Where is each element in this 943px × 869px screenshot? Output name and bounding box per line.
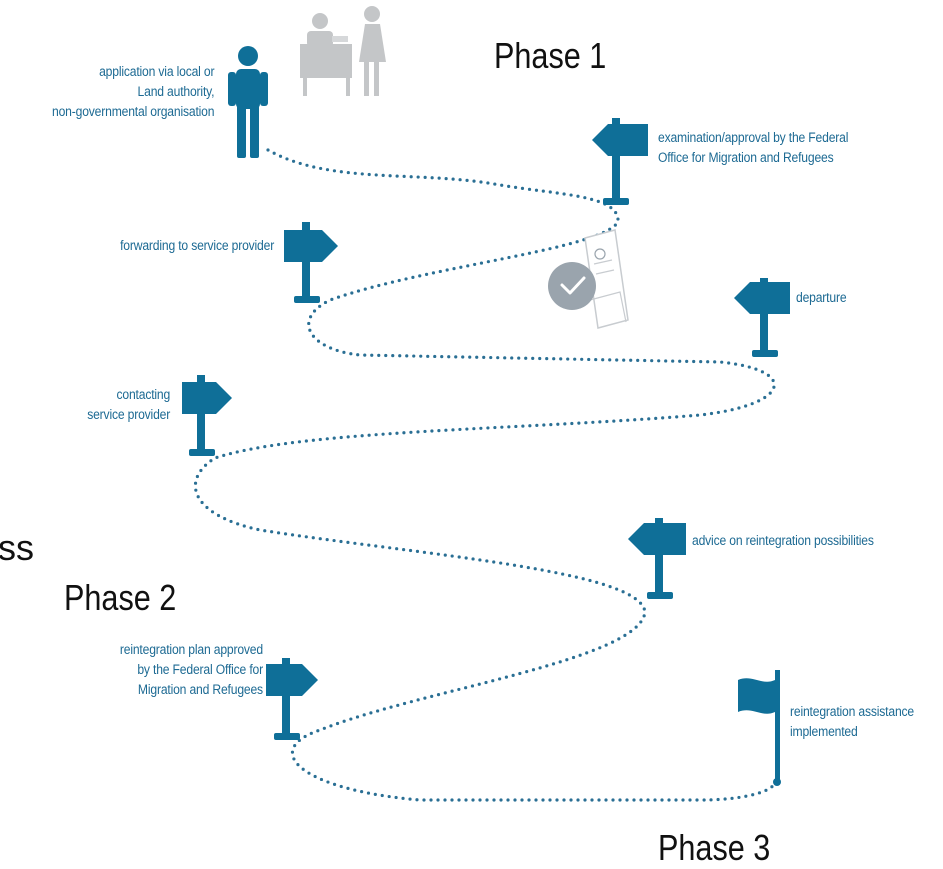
person-icon	[228, 46, 268, 158]
signpost-icon	[182, 375, 232, 456]
signpost-icon	[266, 658, 318, 740]
step-forwarding-label: forwarding to service provider	[120, 238, 274, 253]
signpost-icon	[628, 518, 686, 599]
signpost-icon	[284, 222, 338, 303]
process-path	[193, 148, 776, 802]
step-reintegration-plan-label: reintegration plan approved by the Feder…	[119, 642, 263, 697]
desk-clerk-icon	[300, 6, 386, 96]
stamp-document-icon	[548, 229, 629, 329]
signpost-icon	[592, 118, 648, 205]
step-assistance-label: reintegration assistance implemented	[790, 704, 915, 739]
phase-2-heading: Phase 2	[64, 577, 177, 618]
step-contacting-label: contacting service provider	[87, 387, 170, 422]
step-departure-label: departure	[796, 290, 847, 305]
phase-1-heading: Phase 1	[494, 35, 607, 76]
cropped-text: ss	[0, 527, 34, 568]
step-examination-label: examination/approval by the Federal Offi…	[658, 130, 849, 165]
step-application-label: application via local or Land authority,…	[51, 64, 214, 119]
signpost-icon	[734, 278, 790, 357]
phase-3-heading: Phase 3	[658, 827, 771, 868]
step-advice-label: advice on reintegration possibilities	[692, 533, 874, 548]
flag-icon	[738, 670, 781, 786]
